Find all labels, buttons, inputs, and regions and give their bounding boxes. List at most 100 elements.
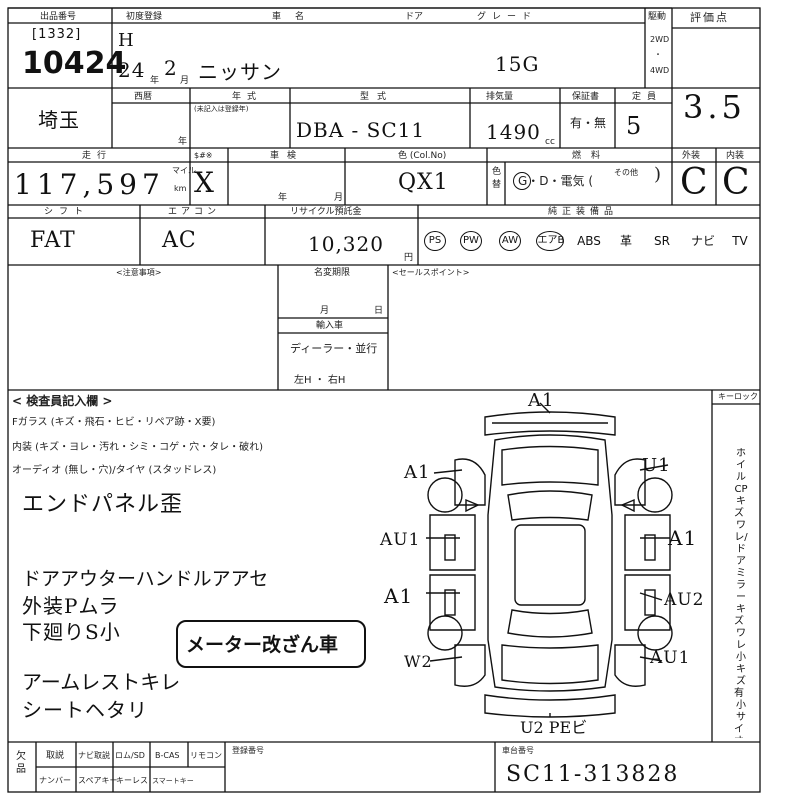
label-mileage-mark: $#※ bbox=[194, 151, 213, 160]
label-color-change: 色替 bbox=[492, 167, 502, 190]
label-year-small: 年 bbox=[178, 137, 188, 147]
label-yen: 円 bbox=[404, 253, 414, 263]
label-reg-no: 登録番号 bbox=[232, 746, 264, 755]
label-fuel-other: その他 bbox=[614, 168, 638, 177]
label-sales-point: <セールスポイント> bbox=[392, 268, 470, 277]
equip-pw-circle bbox=[460, 231, 482, 251]
reg-year: 24 bbox=[118, 58, 146, 82]
checklist-glass: Fガラス (キズ・飛石・ヒビ・リペア跡・X要) bbox=[12, 417, 216, 428]
label-drive-2wd: 2WD bbox=[650, 35, 670, 44]
lot-number: 10424 bbox=[22, 46, 127, 81]
label-color: 色 (Col.No) bbox=[398, 151, 447, 161]
damage-right-rear-fender: AU1 bbox=[650, 648, 691, 668]
meter-tamper-stamp bbox=[176, 620, 366, 668]
damage-left-rear-door: A1 bbox=[384, 584, 414, 608]
reg-month: 2 bbox=[164, 56, 178, 80]
chassis-number: SC11-313828 bbox=[506, 762, 680, 787]
damage-rear: U2 PEビ bbox=[520, 718, 588, 737]
label-dealer: ディーラー・並行 bbox=[290, 342, 378, 355]
label-car-name: 車名 bbox=[272, 12, 319, 22]
label-b-keyless: キーレス bbox=[116, 776, 148, 785]
label-model-year: 年式 bbox=[232, 92, 263, 102]
label-b-rom: ロム/SD bbox=[115, 751, 145, 760]
grade: 15G bbox=[495, 52, 540, 76]
label-chassis-no: 車台番号 bbox=[502, 746, 534, 755]
label-equipment: 純正装備品 bbox=[548, 207, 619, 217]
label-mileage: 走行 bbox=[82, 151, 113, 161]
label-ins-month: 月 bbox=[334, 193, 344, 203]
damage-right-front-door: A1 bbox=[668, 526, 698, 550]
label-inspection: 車検 bbox=[270, 151, 305, 161]
label-drive: 駆動 bbox=[648, 12, 667, 22]
label-key: キーロック bbox=[718, 392, 758, 401]
damage-left-front-door: AU1 bbox=[380, 530, 421, 550]
remark-door-handle: ドアアウターハンドルアアセ bbox=[22, 568, 269, 590]
mileage-mark: X bbox=[194, 166, 215, 199]
label-name-change: 名変期限 bbox=[314, 268, 351, 278]
label-b-bcas: B-CAS bbox=[155, 751, 180, 760]
color-code: QX1 bbox=[398, 170, 449, 195]
label-nc-month: 月 bbox=[320, 306, 330, 316]
label-ins-year: 年 bbox=[278, 193, 288, 203]
wheel-checklist: ホイルCP キズ・ワレ/ドアミラーキズ・ワレ 小キズ 有・小サイ・オ・補修有 bbox=[734, 448, 748, 738]
equip-airbag-circle bbox=[536, 231, 564, 251]
label-drive-4wd: 4WD bbox=[650, 66, 670, 75]
lot-code: [1332] bbox=[32, 27, 82, 42]
aircon: AC bbox=[162, 228, 197, 253]
label-fiscal: 西暦 bbox=[134, 92, 153, 102]
label-first-reg: 初度登録 bbox=[126, 12, 163, 22]
fuel-g-circle bbox=[513, 172, 531, 190]
equip-navi: ナビ bbox=[690, 234, 715, 248]
remark-exterior-uneven: 外装Pムラ bbox=[22, 594, 120, 618]
label-model-type: 型式 bbox=[360, 92, 395, 102]
mileage: 117,597 bbox=[14, 168, 165, 201]
fuel-options: G・D・電気 ( bbox=[518, 174, 594, 188]
damage-front: A1 bbox=[528, 390, 555, 411]
label-mileage-unit-top: マイル bbox=[172, 166, 196, 175]
interior-grade: C bbox=[722, 162, 751, 203]
label-seats: 定員 bbox=[632, 92, 663, 102]
label-cc: cc bbox=[545, 137, 555, 147]
warranty: 有・無 bbox=[570, 116, 607, 130]
equip-leather: 革 bbox=[619, 234, 632, 248]
equip-aw-circle bbox=[499, 231, 521, 251]
car-diagram bbox=[426, 402, 673, 718]
maker: ニッサン bbox=[198, 60, 282, 84]
label-import: 輸入車 bbox=[316, 321, 344, 331]
label-b-spare: スペアキー bbox=[78, 776, 118, 785]
damage-front-right-fender: U1 bbox=[642, 455, 671, 476]
damage-right-rear-door: AU2 bbox=[664, 590, 705, 610]
label-fuel: 燃料 bbox=[572, 151, 611, 161]
label-model-year-note: (未記入は登録年) bbox=[194, 105, 249, 113]
equip-abs: ABS bbox=[577, 234, 601, 248]
prefecture: 埼玉 bbox=[38, 108, 80, 132]
label-month-unit: 月 bbox=[180, 76, 190, 86]
label-displacement: 排気量 bbox=[486, 92, 514, 102]
damage-front-left-fender: A1 bbox=[404, 462, 431, 483]
label-lot-no: 出品番号 bbox=[40, 12, 77, 22]
equip-sr: SR bbox=[654, 234, 670, 248]
label-b-navi: ナビ取説 bbox=[78, 751, 110, 760]
label-shift: シフト bbox=[44, 207, 90, 217]
score: 3.5 bbox=[683, 88, 746, 126]
model: DBA - SC11 bbox=[296, 118, 426, 142]
label-interior: 内装 bbox=[726, 151, 745, 161]
meter-tamper-stamp-text: メーター改ざん車 bbox=[186, 634, 339, 656]
remark-armrest: アームレストキレ bbox=[22, 670, 181, 694]
remark-seat-sag: シートヘタリ bbox=[22, 698, 148, 722]
label-aircon: エアコン bbox=[168, 207, 221, 217]
checklist-audio: オーディオ (無し・穴)/タイヤ (スタッドレス) bbox=[12, 465, 217, 476]
label-b-remote: リモコン bbox=[190, 751, 222, 760]
label-exterior: 外装 bbox=[682, 151, 701, 161]
displacement: 1490 bbox=[486, 120, 541, 144]
label-b-smart: スマートキー bbox=[152, 777, 194, 785]
equip-tv: TV bbox=[732, 234, 748, 248]
label-handle: 左H ・ 右H bbox=[294, 375, 346, 386]
label-b-manual: 取説 bbox=[46, 751, 65, 761]
label-year-unit: 年 bbox=[150, 76, 160, 86]
label-parts: 欠品 bbox=[16, 751, 26, 775]
shift: FAT bbox=[30, 228, 76, 253]
label-nc-day: 日 bbox=[374, 306, 384, 316]
label-score: 評価点 bbox=[690, 11, 729, 24]
